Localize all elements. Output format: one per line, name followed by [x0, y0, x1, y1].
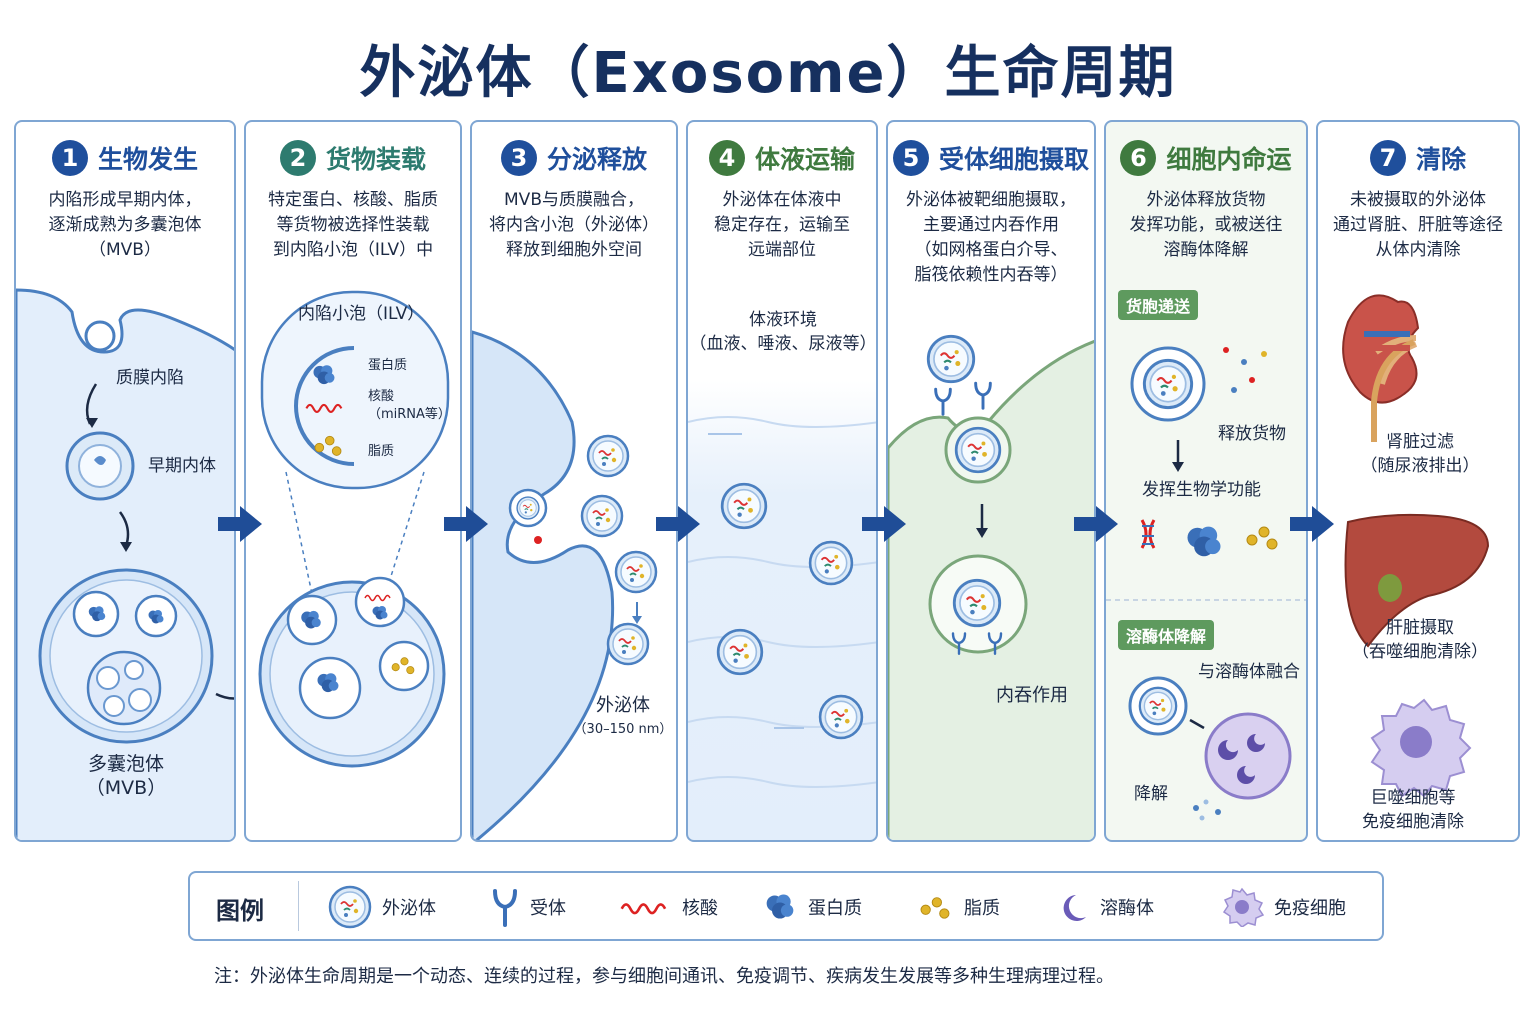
label-lysosome-fusion: 与溶酶体融合: [1198, 662, 1300, 682]
legend-item-receptor: 受体: [490, 887, 566, 927]
lipid-icon: [920, 897, 950, 919]
step-number: 6: [1120, 140, 1157, 176]
flow-arrow-6-7: [1290, 506, 1334, 542]
secretion-illustration: [472, 330, 658, 840]
step-title: 受体细胞摄取: [938, 145, 1089, 174]
label-body-fluid: 体液环境（血液、唾液、尿液等）: [689, 310, 877, 354]
step-number: 1: [51, 140, 88, 176]
panel-header: 5 受体细胞摄取: [888, 140, 1094, 176]
flow-arrow-4-5: [862, 506, 906, 542]
step-title: 细胞内命运: [1166, 145, 1292, 174]
panel-header: 7 清除: [1318, 140, 1518, 176]
panel-cargo-loading: 2 货物装载 特定蛋白、核酸、脂质等货物被选择性装载到内陷小泡（ILV）中 内陷…: [244, 120, 462, 842]
page-title: 外泌体（Exosome）生命周期: [359, 41, 1177, 106]
legend-item-lysosome: 溶酶体: [1058, 887, 1154, 927]
biogenesis-illustration: [16, 288, 234, 840]
legend-item-exosome: 外泌体: [328, 885, 436, 929]
panel-secretion: 3 分泌释放 MVB与质膜融合，将内含小泡（外泌体）释放到细胞外空间 外泌体（3…: [470, 120, 678, 842]
legend: 图例 外泌体 受体 核酸 蛋白质 脂质 溶酶体 免疫细胞: [188, 871, 1384, 941]
step-description: 外泌体释放货物发挥功能，或被送往溶酶体降解: [1129, 190, 1283, 260]
legend-item-protein: 蛋白质: [762, 887, 862, 927]
step-title: 清除: [1415, 145, 1466, 174]
tag-cargo-delivery: 货胞递送: [1118, 290, 1199, 320]
step-number: 4: [708, 140, 745, 176]
protein-icon: [766, 894, 794, 919]
uptake-illustration: [888, 334, 1094, 840]
step-description: 特定蛋白、核酸、脂质等货物被选择性装载到内陷小泡（ILV）中: [268, 190, 438, 260]
step-number: 2: [279, 140, 316, 176]
label-kidney: 肾脏过滤（随尿液排出）: [1360, 432, 1480, 476]
step-description: 内陷形成早期内体，逐渐成熟为多囊泡体（MVB）: [48, 190, 202, 260]
label-exosome: 外泌体（30–150 nm）: [573, 695, 673, 737]
legend-divider: [298, 881, 299, 931]
flow-arrow-3-4: [656, 506, 700, 542]
panel-header: 4 体液运输: [688, 140, 876, 176]
label-ilv: 内陷小泡（ILV）: [298, 304, 425, 324]
cargo-illustration: [258, 290, 450, 768]
step-title: 体液运输: [754, 145, 855, 174]
label-biological-function: 发挥生物学功能: [1142, 480, 1261, 500]
receptor-icon: [493, 889, 517, 927]
flow-arrow-2-3: [444, 506, 488, 542]
step-title: 生物发生: [97, 145, 198, 174]
label-macrophage: 巨噬细胞等免疫细胞清除: [1362, 788, 1464, 832]
label-release-cargo: 释放货物: [1218, 424, 1286, 444]
step-description: 外泌体被靶细胞摄取，主要通过内吞作用（如网格蛋白介导、脂筏依赖性内吞等）: [906, 190, 1076, 285]
label-liver: 肝脏摄取（吞噬细胞清除）: [1352, 618, 1488, 662]
label-degradation: 降解: [1134, 784, 1168, 804]
step-number: 7: [1369, 140, 1406, 176]
label-lipid: 脂质: [368, 444, 395, 459]
immune-cell-icon: [1222, 887, 1264, 927]
label-invagination: 质膜内陷: [116, 368, 184, 388]
step-title: 分泌释放: [546, 145, 647, 174]
fate-illustration: [1106, 346, 1306, 821]
clearance-illustration: [1342, 294, 1490, 798]
panel-header: 2 货物装载: [246, 140, 460, 176]
step-description: 未被摄取的外泌体通过肾脏、肝脏等途径从体内清除: [1333, 190, 1503, 260]
step-description: 外泌体在体液中稳定存在，运输至远端部位: [714, 190, 850, 260]
label-nucleic-acid: 核酸（miRNA等）: [368, 389, 451, 422]
legend-item-nucleic-acid: 核酸: [620, 887, 718, 927]
panel-uptake: 5 受体细胞摄取 外泌体被靶细胞摄取，主要通过内吞作用（如网格蛋白介导、脂筏依赖…: [886, 120, 1096, 842]
legend-title: 图例: [216, 897, 264, 925]
panel-header: 1 生物发生: [16, 140, 234, 176]
step-number: 3: [500, 140, 537, 176]
footnote: 注：外泌体生命周期是一个动态、连续的过程，参与细胞间通讯、免疫调节、疾病发生发展…: [214, 966, 1114, 987]
exosome-icon: [328, 885, 372, 929]
step-title: 货物装载: [325, 145, 426, 174]
panel-header: 6 细胞内命运: [1106, 140, 1306, 176]
step-description: MVB与质膜融合，将内含小泡（外泌体）释放到细胞外空间: [489, 190, 659, 260]
transport-illustration: [688, 416, 876, 788]
panel-clearance: 7 清除 未被摄取的外泌体通过肾脏、肝脏等途径从体内清除 肾脏过滤（随尿液排出）…: [1316, 120, 1520, 842]
panel-transport: 4 体液运输 外泌体在体液中稳定存在，运输至远端部位 体液环境（血液、唾液、尿液…: [686, 120, 878, 842]
legend-item-lipid: 脂质: [916, 887, 1000, 927]
flow-arrow-5-6: [1074, 506, 1118, 542]
legend-item-immune-cell: 免疫细胞: [1220, 887, 1346, 927]
panel-header: 3 分泌释放: [472, 140, 676, 176]
panel-biogenesis: 1 生物发生 内陷形成早期内体，逐渐成熟为多囊泡体（MVB） 质膜内陷 早期内体…: [14, 120, 236, 842]
flow-arrow-1-2: [218, 506, 262, 542]
label-protein: 蛋白质: [368, 358, 408, 373]
label-mvb: 多囊泡体（MVB）: [85, 753, 167, 799]
nucleic-acid-icon: [620, 903, 667, 915]
label-endocytosis: 内吞作用: [996, 685, 1068, 706]
tag-lysosome-degradation: 溶酶体降解: [1118, 620, 1215, 650]
panel-intracellular-fate: 6 细胞内命运 外泌体释放货物发挥功能，或被送往溶酶体降解 货胞递送 释放货物 …: [1104, 120, 1308, 842]
lysosome-icon: [1063, 895, 1086, 921]
label-early-endosome: 早期内体: [148, 456, 216, 476]
step-number: 5: [892, 140, 929, 176]
